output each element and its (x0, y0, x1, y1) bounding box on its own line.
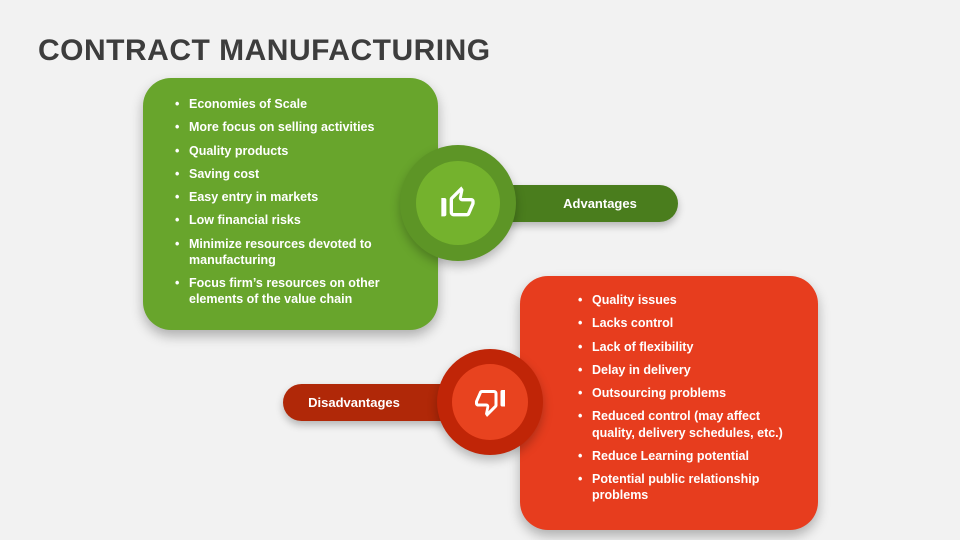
disadvantage-item: Potential public relationship problems (578, 471, 794, 504)
thumbs-up-icon (438, 183, 478, 223)
disadvantage-item: Outsourcing problems (578, 385, 794, 402)
advantage-item: Easy entry in markets (175, 189, 386, 206)
advantage-item: Economies of Scale (175, 96, 386, 113)
advantages-badge-inner (416, 161, 500, 245)
disadvantage-item: Delay in delivery (578, 362, 794, 379)
advantage-item: Quality products (175, 143, 386, 160)
disadvantages-badge-inner (452, 364, 528, 440)
disadvantage-item: Lacks control (578, 315, 794, 332)
disadvantages-list: Quality issues Lacks control Lack of fle… (520, 276, 818, 525)
disadvantage-item: Reduce Learning potential (578, 448, 794, 465)
disadvantages-box: Quality issues Lacks control Lack of fle… (520, 276, 818, 530)
disadvantage-item: Quality issues (578, 292, 794, 309)
thumbs-down-icon (472, 384, 508, 420)
page-title: CONTRACT MANUFACTURING (38, 34, 491, 68)
advantages-list: Economies of Scale More focus on selling… (143, 78, 438, 329)
advantage-item: Minimize resources devoted to manufactur… (175, 236, 386, 269)
advantage-item: Low financial risks (175, 212, 386, 229)
advantage-item: Saving cost (175, 166, 386, 183)
disadvantages-badge (437, 349, 543, 455)
advantages-badge (400, 145, 516, 261)
disadvantage-item: Reduced control (may affect quality, del… (578, 408, 794, 441)
advantages-box: Economies of Scale More focus on selling… (143, 78, 438, 330)
disadvantage-item: Lack of flexibility (578, 339, 794, 356)
advantage-item: Focus firm’s resources on other elements… (175, 275, 386, 308)
advantage-item: More focus on selling activities (175, 119, 386, 136)
